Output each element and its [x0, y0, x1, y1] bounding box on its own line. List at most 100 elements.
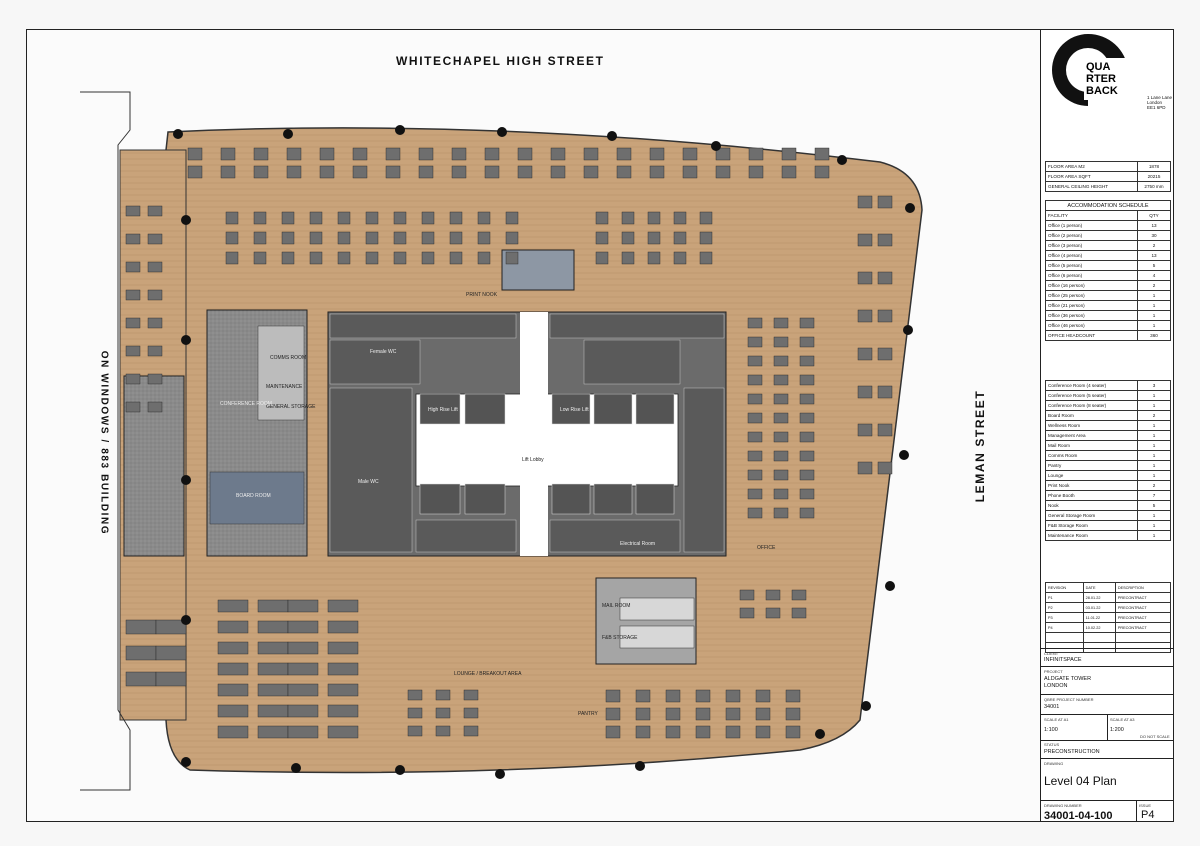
workstation: [147, 205, 163, 217]
workstation: [877, 385, 893, 399]
column: [607, 131, 617, 141]
workstation: [773, 469, 789, 481]
workstation: [799, 431, 815, 443]
workstation: [673, 231, 687, 245]
column-header: FACILITY: [1045, 210, 1138, 221]
workstation: [505, 231, 519, 245]
table-row: Conference Room (5 seater)1: [1045, 390, 1171, 401]
workstation: [747, 507, 763, 519]
workstation: [327, 683, 359, 697]
workstation: [649, 165, 665, 179]
workstation: [595, 211, 609, 225]
workstation: [747, 450, 763, 462]
workstation: [699, 211, 713, 225]
workstation: [257, 620, 289, 634]
client-value: INFINITSPACE: [1044, 657, 1082, 663]
workstation: [407, 725, 423, 737]
column: [181, 475, 191, 485]
workstation: [799, 355, 815, 367]
workstation: [799, 507, 815, 519]
workstation: [309, 231, 323, 245]
workstation: [715, 147, 731, 161]
workstation: [352, 147, 368, 161]
area-label: FLOOR AREA M2: [1045, 161, 1138, 172]
workstation: [125, 645, 157, 661]
workstation: [583, 165, 599, 179]
comms-room-area: [257, 325, 305, 421]
workstation: [319, 165, 335, 179]
workstation: [319, 147, 335, 161]
workstation: [147, 317, 163, 329]
workstation: [281, 251, 295, 265]
workstation: [583, 147, 599, 161]
neighbour-building-outline: [80, 91, 131, 791]
workstation: [773, 431, 789, 443]
workstation: [257, 704, 289, 718]
workstation: [253, 147, 269, 161]
client-label: CLIENT: [1044, 651, 1059, 656]
column: [181, 615, 191, 625]
workstation: [125, 205, 141, 217]
workstation: [287, 662, 319, 676]
logo-line-2: RTER: [1086, 73, 1116, 85]
workstation: [125, 261, 141, 273]
column: [837, 155, 847, 165]
workstation: [747, 374, 763, 386]
workstation: [857, 195, 873, 209]
workstation: [765, 589, 781, 601]
workstation: [747, 412, 763, 424]
workstation: [621, 211, 635, 225]
workstation: [665, 725, 681, 739]
workstation: [155, 619, 187, 635]
workstation: [747, 469, 763, 481]
workstation: [791, 589, 807, 601]
status-value: PRECONSTRUCTION: [1044, 749, 1100, 755]
workstation: [505, 251, 519, 265]
column: [291, 763, 301, 773]
workstation: [393, 231, 407, 245]
column: [181, 335, 191, 345]
workstation: [799, 374, 815, 386]
workstation: [253, 165, 269, 179]
workstation: [125, 619, 157, 635]
workstation: [449, 231, 463, 245]
workstation: [748, 165, 764, 179]
workstation: [773, 317, 789, 329]
core-rooms: [329, 313, 725, 553]
workstation: [147, 373, 163, 385]
workstation: [616, 165, 632, 179]
workstation: [773, 336, 789, 348]
workstation: [407, 689, 423, 701]
workstation: [647, 251, 661, 265]
project-number: 34001: [1044, 704, 1060, 710]
scale-a3: 1:200: [1110, 727, 1124, 733]
workstation: [799, 336, 815, 348]
headcount-label: OFFICE HEADCOUNT: [1045, 330, 1138, 341]
table-row: Office (25 person)1: [1045, 290, 1171, 301]
workstation: [605, 689, 621, 703]
workstation: [682, 165, 698, 179]
workstation: [814, 165, 830, 179]
workstation: [791, 607, 807, 619]
workstation: [605, 725, 621, 739]
column: [173, 129, 183, 139]
workstation: [647, 211, 661, 225]
workstation: [773, 412, 789, 424]
workstation: [747, 355, 763, 367]
workstation: [286, 147, 302, 161]
workstation: [217, 683, 249, 697]
table-row: [1045, 642, 1172, 653]
column-header: QTY: [1137, 210, 1171, 221]
column: [885, 581, 895, 591]
table-row: Office (4 person)13: [1045, 250, 1171, 261]
workstation: [747, 488, 763, 500]
workstation: [799, 317, 815, 329]
workstation: [155, 671, 187, 687]
workstation: [857, 423, 873, 437]
workstation: [773, 507, 789, 519]
